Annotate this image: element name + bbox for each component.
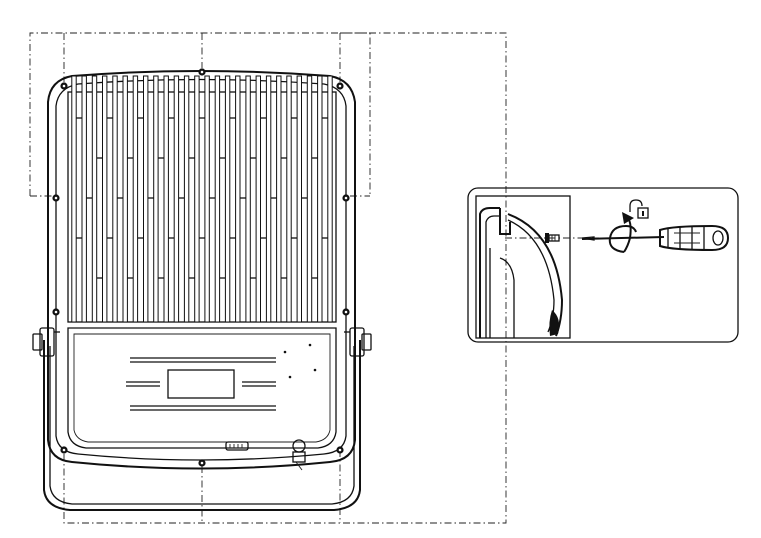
bracket-knob-left <box>32 333 43 351</box>
detail-callout <box>467 187 739 343</box>
housing-section-profile <box>479 207 564 338</box>
heatsink-fin <box>245 75 251 323</box>
cover-curve <box>507 213 564 337</box>
unlock-icon <box>629 199 649 219</box>
rear-cover-panel <box>67 327 337 449</box>
cover-screw <box>198 68 206 76</box>
nameplate <box>167 369 235 399</box>
heatsink-fin <box>296 75 303 323</box>
dash-dot-guides <box>29 32 507 524</box>
heatsink-fin <box>71 75 77 323</box>
cover-screw <box>60 446 68 454</box>
cover-screws <box>52 68 350 467</box>
heatsink-fin <box>235 75 241 323</box>
heatsink-fin <box>132 75 139 323</box>
heatsink-fin <box>204 75 210 323</box>
heatsink-fin <box>306 75 313 323</box>
heatsink-fin <box>122 75 128 323</box>
bracket-outline <box>43 340 361 511</box>
heatsink-fin <box>183 75 190 323</box>
heatsink-fin <box>153 75 159 323</box>
cover-screw <box>342 308 350 316</box>
detail-screw <box>545 233 560 243</box>
cable-gland-right <box>292 439 306 471</box>
detail-section-box <box>475 195 571 339</box>
heatsink-fin <box>102 75 108 323</box>
detail-frame <box>467 187 739 343</box>
heatsink-fin <box>194 75 200 323</box>
heatsink-fin <box>327 75 333 323</box>
floodlight-body <box>32 68 372 511</box>
heatsink-fin <box>173 75 180 323</box>
heatsink-fin <box>112 75 118 323</box>
cover-screw <box>342 194 350 202</box>
heatsink-fins <box>71 75 333 323</box>
bracket-pivot-left <box>39 327 55 357</box>
heatsink-fin <box>224 75 231 323</box>
rear-cover-inner <box>73 333 331 443</box>
guide-right-frame <box>63 32 507 524</box>
housing-inner-outline <box>55 78 347 461</box>
heatsink-fin <box>255 75 262 323</box>
bracket-inner <box>49 346 355 505</box>
screwdriver-handle <box>659 224 730 252</box>
heatsink-fin <box>214 75 221 323</box>
heatsink-fin <box>265 75 272 323</box>
screwdriver <box>581 224 730 252</box>
cover-screw <box>336 82 344 90</box>
heatsink-area <box>67 91 337 323</box>
bracket-pivot-right <box>349 327 365 357</box>
heatsink-fin <box>143 75 149 323</box>
heatsink-fin <box>276 75 282 323</box>
housing-outline <box>47 70 356 470</box>
cover-screw <box>52 194 60 202</box>
heatsink-fin <box>286 75 292 323</box>
heatsink-fin <box>163 75 169 323</box>
heatsink-fin <box>91 75 98 323</box>
heatsink-fin <box>317 75 323 323</box>
cover-screw <box>60 82 68 90</box>
bracket-knob-right <box>361 333 372 351</box>
heatsink-fin <box>81 75 87 323</box>
heatsink-cross-ribs <box>76 117 328 279</box>
cable-gland-left <box>225 441 249 451</box>
guide-top-frame <box>29 32 371 196</box>
mounting-bracket <box>32 327 372 511</box>
cover-screw <box>52 308 60 316</box>
counterclockwise-arrow <box>608 212 637 253</box>
rear-label-area <box>126 343 317 411</box>
screwdriver-shaft <box>581 236 665 240</box>
cover-screw <box>198 459 206 467</box>
cover-screw <box>336 446 344 454</box>
